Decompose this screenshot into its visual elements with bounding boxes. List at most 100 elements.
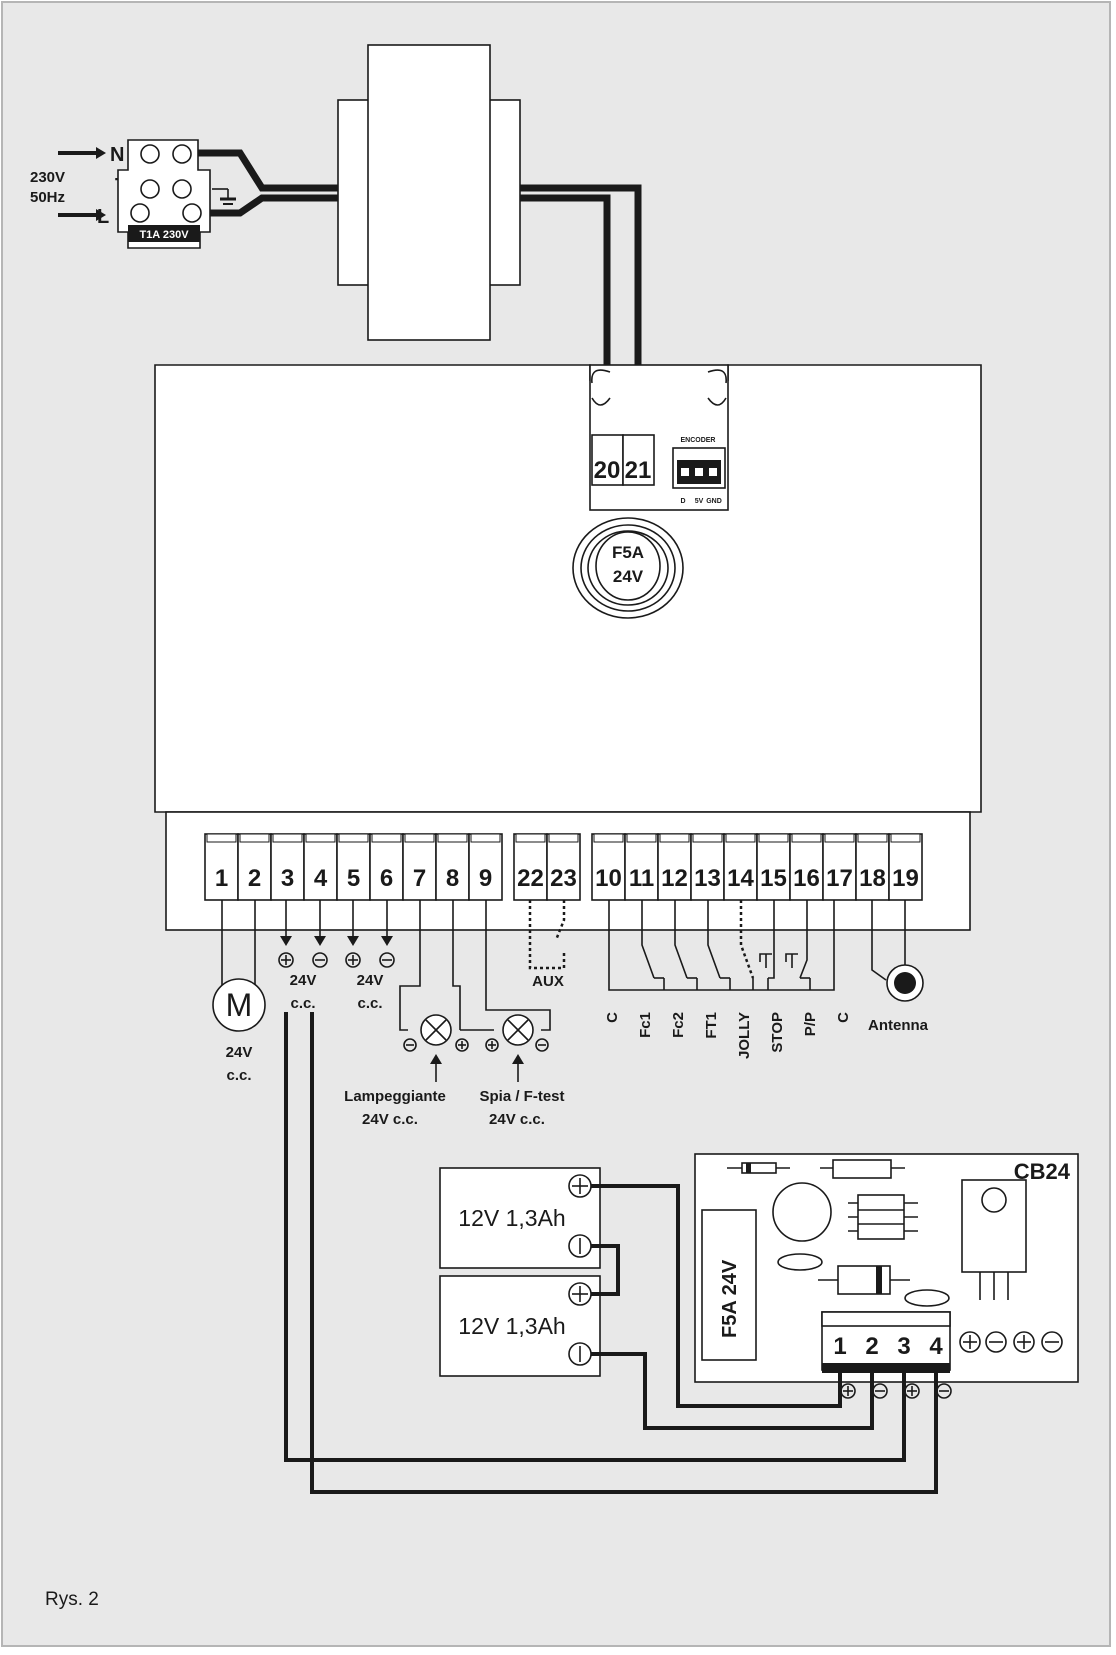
terminal-12-label: 12 (661, 865, 688, 892)
terminal-22: 22 (513, 833, 548, 901)
terminal-screw (172, 144, 192, 164)
terminal-17: 17 (822, 833, 857, 901)
diode-icon (818, 1265, 910, 1295)
terminal-9: 9 (468, 833, 503, 901)
input-label-stop: STOP (769, 1012, 786, 1053)
terminal-23-label: 23 (550, 865, 577, 892)
terminal-11: 11 (624, 833, 659, 901)
antenna-label: Antenna (868, 1017, 929, 1034)
terminal-12: 12 (657, 833, 692, 901)
terminal-15: 15 (756, 833, 791, 901)
input-label-c: C (835, 1012, 852, 1023)
mains-input: 230V 50Hz N T L T1A 230V (30, 139, 236, 249)
terminal-7: 7 (402, 833, 437, 901)
minus-icon (379, 952, 395, 968)
terminal-8: 8 (435, 833, 470, 901)
lamp-label: Lampeggiante (344, 1088, 446, 1105)
minus-icon (312, 952, 328, 968)
flashing-lamp-icon (420, 1014, 452, 1046)
regulator-icon (961, 1179, 1027, 1300)
terminal-22-label: 22 (517, 865, 544, 892)
minus-icon (1041, 1331, 1063, 1353)
input-label-c: C (604, 1012, 621, 1023)
pp-button-icon (785, 953, 798, 968)
arrow-icon (280, 936, 292, 946)
terminal-16: 16 (789, 833, 824, 901)
terminal-10: 10 (591, 833, 626, 901)
arrow-icon (347, 936, 359, 946)
terminal-2: 2 (237, 833, 272, 901)
terminal-9-label: 9 (479, 865, 492, 892)
plus-icon (455, 1038, 469, 1052)
input-label-fc1: Fc1 (637, 1012, 654, 1038)
terminal-8-label: 8 (446, 865, 459, 892)
plus-icon (568, 1282, 592, 1306)
fuse-voltage: 24V (613, 567, 644, 586)
fuse-rating: F5A (612, 543, 644, 562)
mains-wire-l (210, 194, 340, 217)
minus-icon (985, 1331, 1007, 1353)
terminal-4: 4 (303, 833, 338, 901)
mains-wire-n (198, 149, 340, 192)
charger-terminal-3: 3 (897, 1333, 910, 1360)
arrow-icon (314, 936, 326, 946)
figure-label: Rys. 2 (45, 1589, 99, 1610)
input-contacts (608, 900, 835, 991)
mains-frequency-label: 50Hz (30, 189, 65, 206)
aux-label: AUX (532, 973, 564, 990)
line-label: L (97, 206, 109, 228)
plus-icon (485, 1038, 499, 1052)
terminal-13-label: 13 (694, 865, 721, 892)
spia-lamp-icon (502, 1014, 534, 1046)
mains-fuse-box (128, 225, 200, 242)
plus-icon (959, 1331, 981, 1353)
spia-voltage: 24V c.c. (489, 1111, 545, 1128)
input-label-jolly: JOLLY (736, 1012, 753, 1059)
terminal-18: 18 (855, 833, 890, 901)
battery-1: 12V 1,3Ah (439, 1167, 601, 1269)
terminal-21-label: 21 (625, 457, 652, 484)
terminal-20-label: 20 (594, 457, 621, 484)
motor-voltage: 24V (226, 1044, 253, 1061)
neutral-arrow-head (96, 147, 106, 159)
mains-fuse-label: T1A 230V (139, 229, 189, 241)
battery-minus-wire (591, 1352, 874, 1430)
encoder-pin-5v: 5V (695, 498, 704, 505)
encoder-pin-d: D (680, 498, 685, 505)
battery-2: 12V 1,3Ah (439, 1275, 601, 1377)
terminal-5: 5 (336, 833, 371, 901)
terminal-1-label: 1 (215, 865, 228, 892)
input-label-fc2: Fc2 (670, 1012, 687, 1038)
terminal-19: 19 (888, 833, 923, 901)
terminal-19-label: 19 (892, 865, 919, 892)
terminal-7-label: 7 (413, 865, 426, 892)
battery-1-label: 12V 1,3Ah (458, 1205, 565, 1231)
terminal-3-label: 3 (281, 865, 294, 892)
motor-voltage-type: c.c. (226, 1067, 251, 1084)
terminal-14-label: 14 (727, 865, 754, 892)
terminal-23: 23 (546, 833, 581, 901)
terminal-4-label: 4 (314, 865, 328, 892)
terminal-screw (140, 144, 160, 164)
output-34-voltage: 24V (290, 972, 317, 989)
encoder-connector: ENCODER D 5V GND (672, 437, 726, 505)
battery-series-link (591, 1244, 620, 1296)
encoder-title: ENCODER (680, 437, 715, 444)
terminal-screw (172, 179, 192, 199)
terminal-16-label: 16 (793, 865, 820, 892)
spia-label: Spia / F-test (479, 1088, 564, 1105)
terminal-17-label: 17 (826, 865, 853, 892)
battery-2-label: 12V 1,3Ah (458, 1313, 565, 1339)
plus-icon (345, 952, 361, 968)
capacitor-icon (772, 1182, 832, 1242)
charger-terminal-2: 2 (865, 1333, 878, 1360)
input-label-ft1: FT1 (703, 1012, 720, 1039)
line-arrow-head (96, 209, 106, 221)
terminal-screw (130, 203, 150, 223)
terminal-1: 1 (204, 833, 239, 901)
arrow-icon (430, 1054, 442, 1064)
lamp-outputs: Lampeggiante 24V c.c. Spia / F-test 24V … (344, 900, 565, 1128)
plus-icon (568, 1174, 592, 1198)
